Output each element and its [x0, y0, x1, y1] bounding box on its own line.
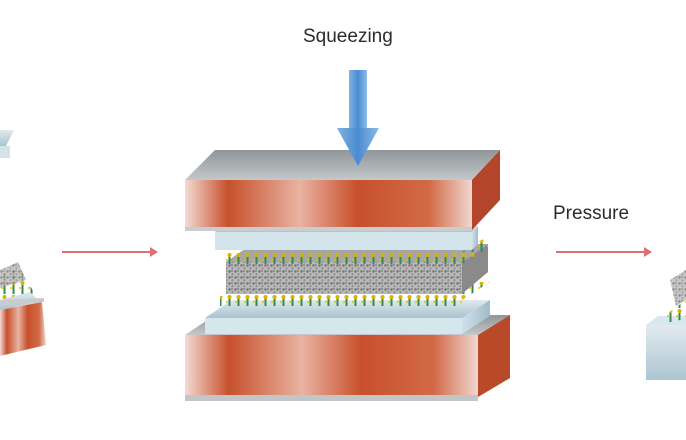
squeezing-label: Squeezing: [303, 26, 393, 47]
right-arrow-icon: [556, 247, 652, 257]
central-press-assembly: [185, 70, 510, 401]
carbon-nanotube-film: [226, 244, 488, 294]
top-heater-plate: [185, 150, 500, 231]
right-arrow-icon: [62, 247, 158, 257]
pressure-label: Pressure: [553, 203, 630, 224]
down-arrow-icon: [337, 70, 379, 166]
left-partial-assembly: [0, 130, 46, 356]
right-partial-result: [646, 270, 686, 380]
top-molecule-layer: [226, 236, 488, 264]
